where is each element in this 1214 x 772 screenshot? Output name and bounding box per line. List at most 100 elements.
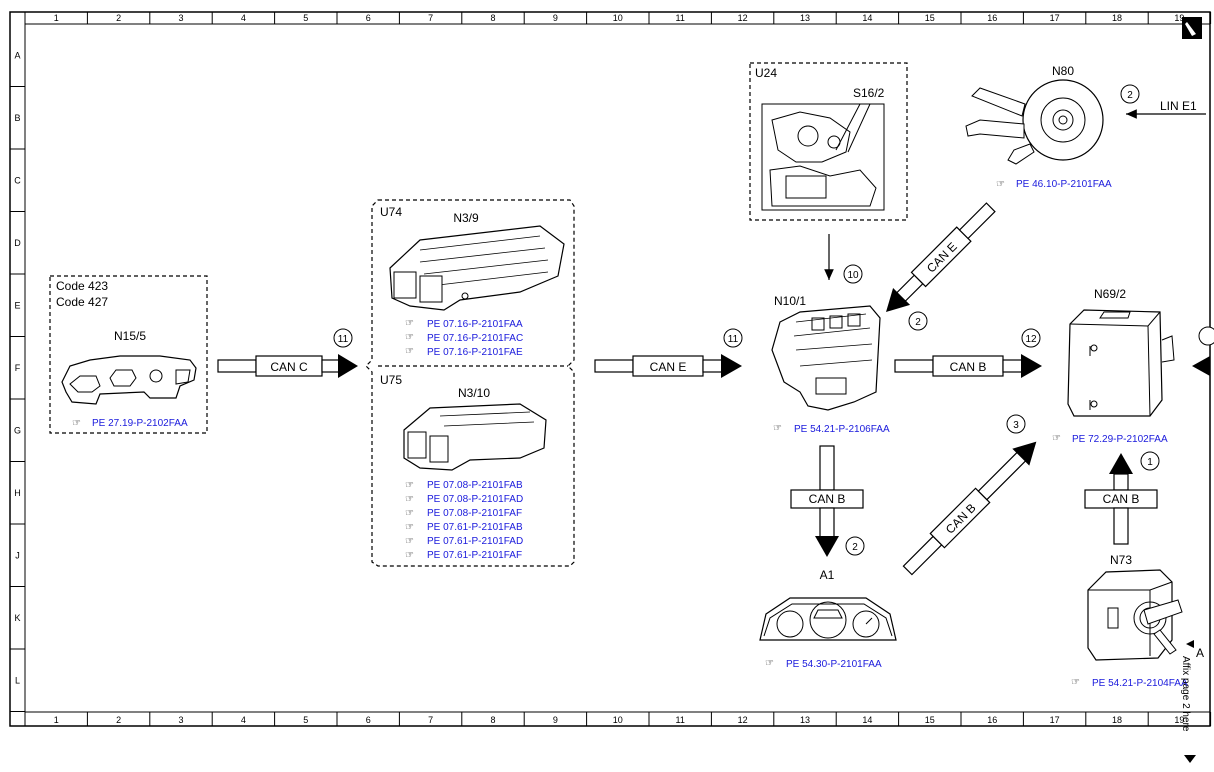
column-label: 3 (178, 13, 183, 23)
n15-5-ref: PE 27.19-P-2102FAA (92, 418, 188, 429)
column-label: 1 (54, 715, 59, 725)
n73-group: N73 ☞ PE 54.21-P-2104FAA A (1071, 553, 1204, 689)
code-423-label: Code 423 (56, 279, 108, 293)
ref-icon: ☞ (1071, 677, 1080, 688)
column-label: 6 (366, 715, 371, 725)
a1-ref: PE 54.30-P-2101FAA (786, 659, 882, 670)
u24-label: U24 (755, 66, 777, 80)
n3-10-ref-2: PE 07.08-P-2101FAD (427, 494, 523, 505)
can-e-label-1: CAN E (650, 360, 687, 374)
ref-icon: ☞ (405, 480, 414, 491)
column-label: 8 (490, 715, 495, 725)
column-label: 16 (987, 13, 997, 23)
n3-9-ecu-drawing (389, 225, 565, 311)
column-label: 11 (676, 715, 685, 725)
column-label: 6 (366, 13, 371, 23)
column-label: 13 (800, 13, 810, 23)
edge-marker (1186, 640, 1194, 648)
row-label: K (14, 613, 20, 623)
n10-1-group: N10/1 ☞ PE 54.21-P-2106FAA (771, 294, 890, 435)
drawing-frame: 1122334455667788991010111112121313141415… (9, 11, 1212, 727)
column-label: 7 (428, 715, 433, 725)
n69-2-label: N69/2 (1094, 287, 1126, 301)
can-b-bus-2: CAN B 2 (790, 445, 865, 557)
column-label: 3 (178, 715, 183, 725)
ref-icon: ☞ (72, 418, 81, 429)
step-11a: 11 (338, 334, 349, 345)
n80-ref: PE 46.10-P-2101FAA (1016, 179, 1112, 190)
row-label: L (15, 675, 20, 685)
column-label: 17 (1050, 13, 1060, 23)
row-label: C (14, 175, 21, 185)
s16-2-label: S16/2 (853, 86, 885, 100)
top-right-icon (1182, 17, 1202, 39)
column-label: 12 (738, 715, 748, 725)
column-label: 11 (676, 13, 685, 23)
column-label: 9 (553, 715, 558, 725)
n69-2-module-drawing (1067, 309, 1175, 417)
column-label: 9 (553, 13, 558, 23)
n15-5-label: N15/5 (114, 329, 146, 343)
row-label: F (15, 363, 21, 373)
column-label: 15 (925, 13, 935, 23)
a1-group: A1 ☞ PE 54.30-P-2101FAA (759, 568, 897, 670)
step-circle (908, 311, 928, 331)
can-b-label-1: CAN B (950, 360, 987, 374)
n3-9-ref-1: PE 07.16-P-2101FAA (427, 319, 523, 330)
edge-step-circle (1198, 326, 1214, 346)
s16-2-switch-drawing (761, 103, 885, 211)
can-b-label-2: CAN B (809, 492, 846, 506)
n3-10-ref-4: PE 07.61-P-2101FAB (427, 522, 523, 533)
n80-steering-module-drawing (965, 79, 1104, 165)
n10-1-sam-drawing (771, 305, 881, 411)
column-label: 2 (116, 715, 121, 725)
can-b-label-4: CAN B (1103, 492, 1140, 506)
column-label: 2 (116, 13, 121, 23)
a1-instrument-cluster-drawing (759, 597, 897, 641)
column-label: 15 (925, 715, 935, 725)
column-label: 10 (613, 13, 623, 23)
can-b-bus-4: CAN B 1 (1084, 451, 1160, 545)
ref-icon: ☞ (405, 508, 414, 519)
row-label: D (14, 238, 21, 248)
step-circle (1006, 414, 1026, 434)
n10-1-ref: PE 54.21-P-2106FAA (794, 424, 890, 435)
row-label: E (14, 300, 20, 310)
can-b-bus-3: CAN B (902, 441, 1037, 576)
ref-icon: ☞ (405, 536, 414, 547)
n10-1-label: N10/1 (774, 294, 806, 308)
row-label: J (15, 550, 20, 560)
row-label: H (14, 488, 21, 498)
n69-2-ref: PE 72.29-P-2102FAA (1072, 434, 1168, 445)
column-label: 14 (862, 715, 872, 725)
step-2a: 2 (1127, 90, 1133, 101)
ref-icon: ☞ (405, 332, 414, 343)
column-label: 12 (738, 13, 748, 23)
column-label: 13 (800, 715, 810, 725)
affix-note: Affix page 2 here (1180, 656, 1196, 763)
n3-10-ref-5: PE 07.61-P-2101FAD (427, 536, 523, 547)
ref-icon: ☞ (405, 522, 414, 533)
step-10: 10 (847, 270, 859, 281)
n3-9-ref-3: PE 07.16-P-2101FAE (427, 347, 523, 358)
column-label: 5 (303, 13, 308, 23)
n69-2-group: N69/2 ☞ PE 72.29-P-2102FAA (1052, 287, 1214, 445)
ref-icon: ☞ (773, 423, 782, 434)
n3-10-ref-3: PE 07.08-P-2101FAF (427, 508, 522, 519)
column-label: 18 (1112, 13, 1122, 23)
row-label: A (14, 50, 20, 60)
code-427-label: Code 427 (56, 295, 108, 309)
row-label: B (14, 113, 20, 123)
column-label: 4 (241, 13, 246, 23)
column-label: 1 (54, 13, 59, 23)
can-c-label: CAN C (270, 360, 308, 374)
u24-group: U24 S16/2 (749, 62, 908, 221)
ref-icon: ☞ (405, 550, 414, 561)
n3-10-ecu-drawing (403, 403, 547, 471)
u74-label: U74 (380, 205, 402, 219)
n3-10-ref-6: PE 07.61-P-2101FAF (427, 550, 522, 561)
n3-10-ref-1: PE 07.08-P-2101FAB (427, 480, 523, 491)
step-2b: 2 (915, 317, 921, 328)
u75-label: U75 (380, 373, 402, 387)
